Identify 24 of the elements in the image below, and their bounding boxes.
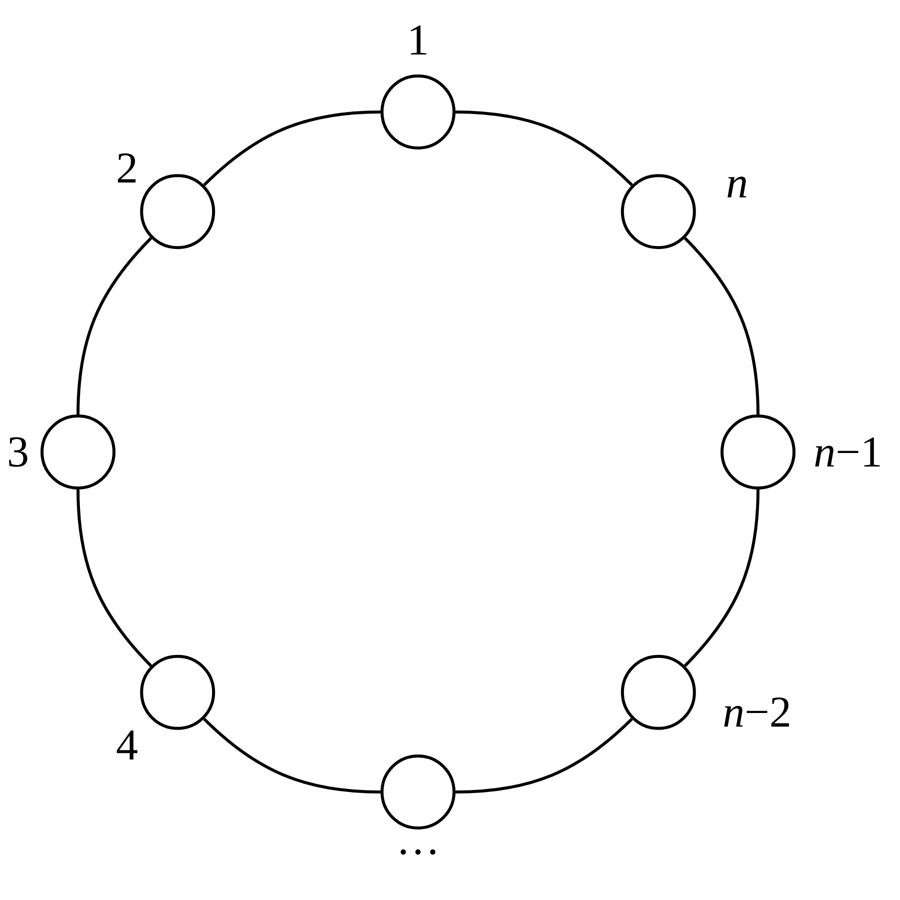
ring-arc [203,110,381,186]
ring-arc [76,489,152,667]
ring-arc [76,237,152,415]
ring-arc [203,718,381,794]
ring-arc [455,718,633,794]
node-circle [380,754,456,830]
node-label: 1 [410,25,426,55]
node-circle [380,74,456,150]
ring-arc [684,489,760,667]
node-label: n−2 [724,697,789,727]
node-label: 4 [116,730,138,760]
node-circle [140,174,216,250]
node-label: 2 [118,153,136,183]
node-circle [620,174,696,250]
ring-arc [455,110,633,186]
node-circle [40,414,116,490]
node-label: 3 [9,437,28,467]
ring-arc [684,237,760,415]
node-label: … [400,849,436,855]
node-circle [720,414,796,490]
node-circle [140,654,216,730]
node-label: n [728,176,746,198]
node-circle [620,654,696,730]
node-label: n−1 [815,437,880,467]
